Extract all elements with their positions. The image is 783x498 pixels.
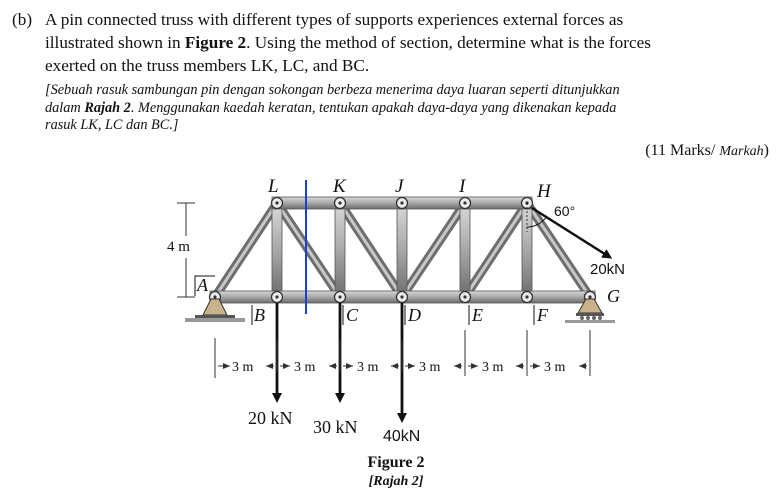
marks-close: )	[763, 142, 769, 159]
member-hf	[521, 202, 533, 298]
member-ie	[459, 202, 471, 298]
node-label-k: K	[332, 176, 347, 197]
load-label-c: 30 kN	[313, 417, 358, 437]
height-dimension	[177, 202, 195, 298]
span-label-4: 3 m	[419, 360, 441, 375]
pin-support-a	[185, 298, 245, 322]
roller-support-g	[565, 298, 615, 323]
load-label-d: 40kN	[383, 428, 420, 445]
member-lb	[271, 202, 283, 298]
question-line-1: A pin connected truss with different typ…	[45, 10, 624, 29]
force-arrow-h	[531, 206, 613, 259]
node-label-j: J	[395, 176, 405, 197]
span-label-5: 3 m	[482, 360, 504, 375]
span-label-6: 3 m	[544, 360, 566, 375]
span-label-1: 3 m	[232, 360, 254, 375]
node-label-d: D	[407, 305, 421, 325]
figure-caption: Figure 2	[367, 454, 424, 471]
malay-line-1: [Sebuah rasuk sambungan pin dengan sokon…	[45, 82, 620, 98]
node-label-h: H	[536, 181, 552, 202]
node-label-g: G	[607, 286, 620, 306]
node-label-a: A	[196, 275, 209, 295]
joints	[208, 196, 597, 304]
malay-line-3: rasuk LK, LC dan BC.]	[45, 117, 179, 133]
node-label-c: C	[346, 305, 359, 325]
marks-main: (11 Marks/	[645, 142, 720, 159]
rajah-ref: Rajah 2	[84, 99, 131, 116]
span-label-2: 3 m	[294, 360, 316, 375]
malay-line-2-pre: dalam	[45, 99, 85, 116]
figure-ref: Figure 2	[184, 33, 247, 52]
question-line-2-pre: illustrated shown in	[45, 33, 185, 52]
load-label-b: 20 kN	[248, 408, 293, 428]
question-line-2-post: . Using the method of section, determine…	[246, 33, 651, 52]
node-label-b: B	[254, 305, 265, 325]
force-label-g: 20kN	[590, 261, 625, 278]
angle-label: 60°	[554, 203, 575, 219]
member-kc	[334, 202, 346, 298]
height-label: 4 m	[167, 239, 190, 255]
marks-label: (11 Marks/ Markah)	[645, 142, 769, 160]
question-line-3: exerted on the truss members LK, LC, and…	[45, 56, 370, 75]
question-label: (b)	[12, 10, 33, 29]
node-label-i: I	[458, 176, 467, 197]
node-label-l: L	[267, 176, 279, 197]
figure-caption-malay: [Rajah 2]	[369, 474, 424, 489]
span-label-3: 3 m	[357, 360, 379, 375]
member-jd	[396, 202, 408, 298]
question-line-2: illustrated shown in Figure 2. Using the…	[45, 32, 651, 54]
node-label-e: E	[471, 305, 483, 325]
marks-italic: Markah	[719, 144, 764, 159]
span-dimensions	[214, 330, 591, 378]
node-label-f: F	[536, 305, 549, 325]
malay-line-2: dalam Rajah 2. Menggunakan kaedah kerata…	[45, 100, 616, 118]
malay-line-2-post: . Menggunakan kaedah keratan, tentukan a…	[130, 99, 617, 116]
